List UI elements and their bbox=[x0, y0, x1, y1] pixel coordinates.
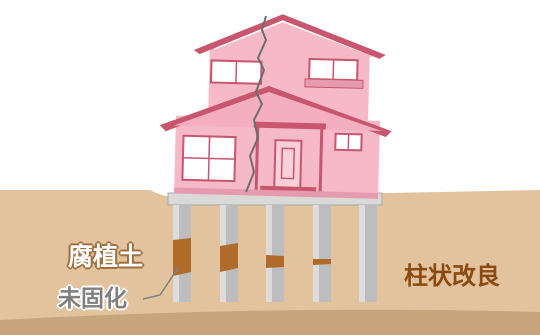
column-5 bbox=[359, 205, 377, 302]
crack-line bbox=[245, 15, 268, 193]
upper-gable bbox=[207, 22, 374, 57]
entrance-door bbox=[273, 139, 303, 190]
peat-segment-4 bbox=[313, 259, 331, 265]
peat-segment-1 bbox=[173, 238, 191, 276]
lower-roof bbox=[159, 85, 392, 138]
column-4 bbox=[313, 205, 331, 302]
house bbox=[159, 14, 392, 199]
house-base bbox=[174, 187, 379, 199]
unsolidified-leader-line bbox=[142, 267, 179, 300]
upper-roof bbox=[193, 14, 386, 59]
peat-soil-label: 腐植土 bbox=[68, 242, 144, 271]
column-2 bbox=[220, 205, 238, 302]
lower-gable bbox=[173, 91, 382, 131]
upper-balcony-rail bbox=[304, 78, 364, 89]
column-3 bbox=[266, 205, 284, 302]
column-1 bbox=[173, 205, 191, 302]
method-label: 柱状改良 bbox=[404, 262, 500, 290]
peat-segment-2 bbox=[220, 243, 238, 272]
soil-columns bbox=[173, 205, 377, 302]
unsolidified-label: 未固化 bbox=[58, 286, 127, 312]
ground-deep-layer bbox=[0, 309, 540, 335]
peat-segment-3 bbox=[266, 255, 284, 268]
porch-beam bbox=[253, 121, 326, 130]
